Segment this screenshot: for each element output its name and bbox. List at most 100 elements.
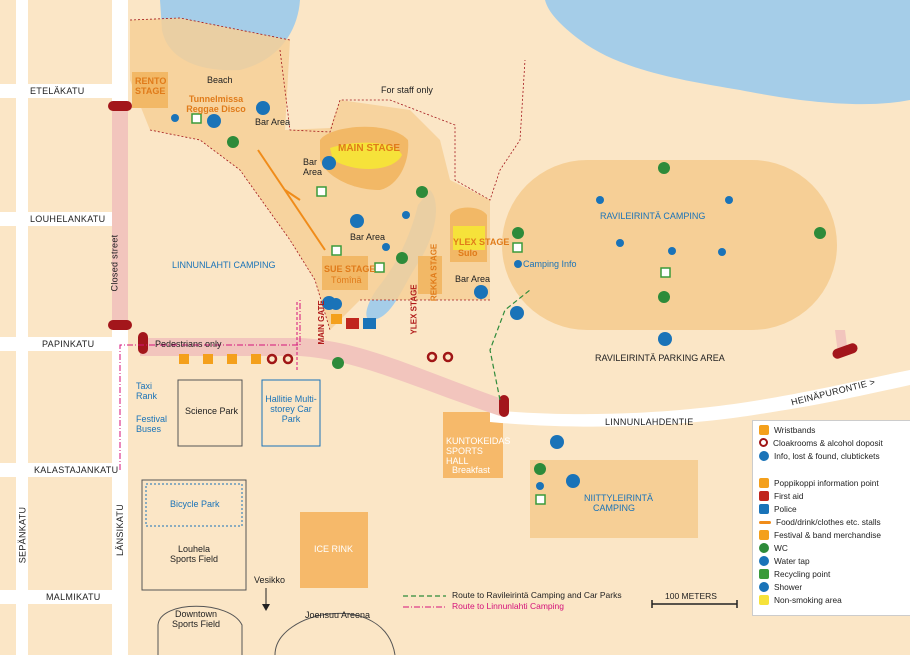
label-joensuu-areena: Joensuu Areena <box>305 610 371 620</box>
star-icon <box>759 530 769 540</box>
shower-icon <box>550 435 564 449</box>
water-tap-icon <box>171 114 179 122</box>
wristband-2 <box>203 354 213 364</box>
legend-item: Water tap <box>759 556 810 566</box>
wc-icon <box>814 227 826 239</box>
vesikko-arrowhead <box>262 604 270 611</box>
recycle-icon <box>759 569 769 579</box>
legend-item: First aid <box>759 491 804 501</box>
recycling-icon <box>374 262 385 273</box>
shower-icon <box>510 306 524 320</box>
label-niittyleirinta: NIITTYLEIRINTÄ CAMPING <box>584 493 654 513</box>
label-rento-stage: RENTO STAGE <box>135 76 167 96</box>
square-icon <box>759 595 769 605</box>
square-icon <box>759 425 769 435</box>
legend-label: Police <box>774 504 797 514</box>
street-papinkatu: PAPINKATU <box>42 339 95 349</box>
shower-icon <box>207 114 221 128</box>
label-camping-info: Camping Info <box>523 259 577 269</box>
ring-icon <box>759 438 768 447</box>
main-stage-smoking <box>330 142 402 170</box>
legend-label: Poppikoppi information point <box>774 478 879 488</box>
shower-icon <box>322 156 336 170</box>
legend-label: Non-smoking area <box>774 595 842 605</box>
lake-northeast <box>545 0 910 105</box>
street-malmikatu: MALMIKATU <box>46 592 101 602</box>
shower-icon <box>759 582 769 592</box>
water-tap-icon <box>536 482 544 490</box>
square-icon <box>759 478 769 488</box>
label-festival-buses: Festival Buses <box>136 414 168 434</box>
street-etelakatu: ETELÄKATU <box>30 86 85 96</box>
legend-label: Wristbands <box>774 425 816 435</box>
label-ravileirinta-camping: RAVILEIRINTÄ CAMPING <box>600 211 706 221</box>
water-tap-icon <box>616 239 624 247</box>
niittyleirinta-area <box>530 460 698 538</box>
gate-pedestrian <box>138 332 148 354</box>
gate-etelakatu <box>108 101 132 111</box>
festival-boundary <box>129 17 490 331</box>
label-breakfast: Breakfast <box>452 465 491 475</box>
street-closed: Closed street <box>109 234 120 292</box>
legend-item: Wristbands <box>759 425 815 435</box>
wc-icon <box>658 162 670 174</box>
label-ice-rink: ICE RINK <box>314 544 354 554</box>
shower-icon <box>658 332 672 346</box>
star-icon <box>759 504 769 514</box>
stalls-line-1 <box>257 149 326 251</box>
water-taps <box>171 114 733 490</box>
route-legend-pink: Route to Linnunlahti Camping <box>452 601 564 611</box>
legend-item: Info, lost & found, clubtickets <box>759 451 894 461</box>
legend-label: Recycling point <box>774 569 831 579</box>
police-icon <box>363 318 376 329</box>
info-icon <box>759 451 769 461</box>
water-tap-icon <box>668 247 676 255</box>
label-downtown: Downtown Sports Field <box>171 609 221 629</box>
legend-item: WC <box>759 543 788 553</box>
poppikoppi-icon <box>331 314 342 324</box>
label-science-park: Science Park <box>185 406 239 416</box>
scale-bar <box>651 600 738 608</box>
rento-stage-zone <box>132 72 168 108</box>
route-green <box>489 289 531 401</box>
label-tomina: Tömînä <box>331 275 362 285</box>
label-hallitie: Hallitie Multi-storey Car Park <box>265 394 317 424</box>
louhela-box <box>141 479 247 591</box>
water-tap-icon <box>382 243 390 251</box>
festival-area <box>130 18 490 330</box>
gate-linnunlahdentie <box>499 395 509 417</box>
legend-label: Info, lost & found, clubtickets <box>774 451 880 461</box>
label-beach: Beach <box>207 75 233 85</box>
label-bicycle-park: Bicycle Park <box>170 499 220 509</box>
areena-outline <box>274 612 396 655</box>
cloakroom-2 <box>282 353 294 365</box>
label-linnunlahti-camping: LINNUNLAHTI CAMPING <box>172 260 276 270</box>
legend-item: Poppikoppi information point <box>759 478 879 488</box>
scale-label: 100 METERS <box>665 591 717 601</box>
hallitie-building <box>261 379 321 447</box>
label-vesikko: Vesikko <box>254 575 286 585</box>
pedestrian-walkway <box>140 338 505 416</box>
shower-icon <box>256 101 270 115</box>
legend-item: Festival & band merchandise <box>759 530 881 540</box>
wc-icon <box>332 357 344 369</box>
kuntokeidas-building <box>443 412 503 478</box>
wc-icon <box>658 291 670 303</box>
wristband-1 <box>179 354 189 364</box>
legend-label: Cloakrooms & alcohol doposit <box>773 438 883 448</box>
route-legend-green: Route to Ravileirintä Camping and Car Pa… <box>452 590 622 600</box>
water-tap-icon <box>402 211 410 219</box>
recycling-points <box>191 113 671 505</box>
road-kalastajankatu <box>0 463 128 477</box>
wc-icon <box>227 136 239 148</box>
street-lansikatu: LÄNSIKATU <box>115 503 126 557</box>
sue-stage-zone <box>322 256 368 290</box>
label-sue-stage: SUE STAGE <box>324 264 376 274</box>
ylex-stage-smoking <box>453 226 485 250</box>
shower-icon <box>566 474 580 488</box>
legend-label: Festival & band merchandise <box>774 530 881 540</box>
label-bar-area-1: Bar Area <box>255 117 291 127</box>
info-icon <box>330 298 342 310</box>
